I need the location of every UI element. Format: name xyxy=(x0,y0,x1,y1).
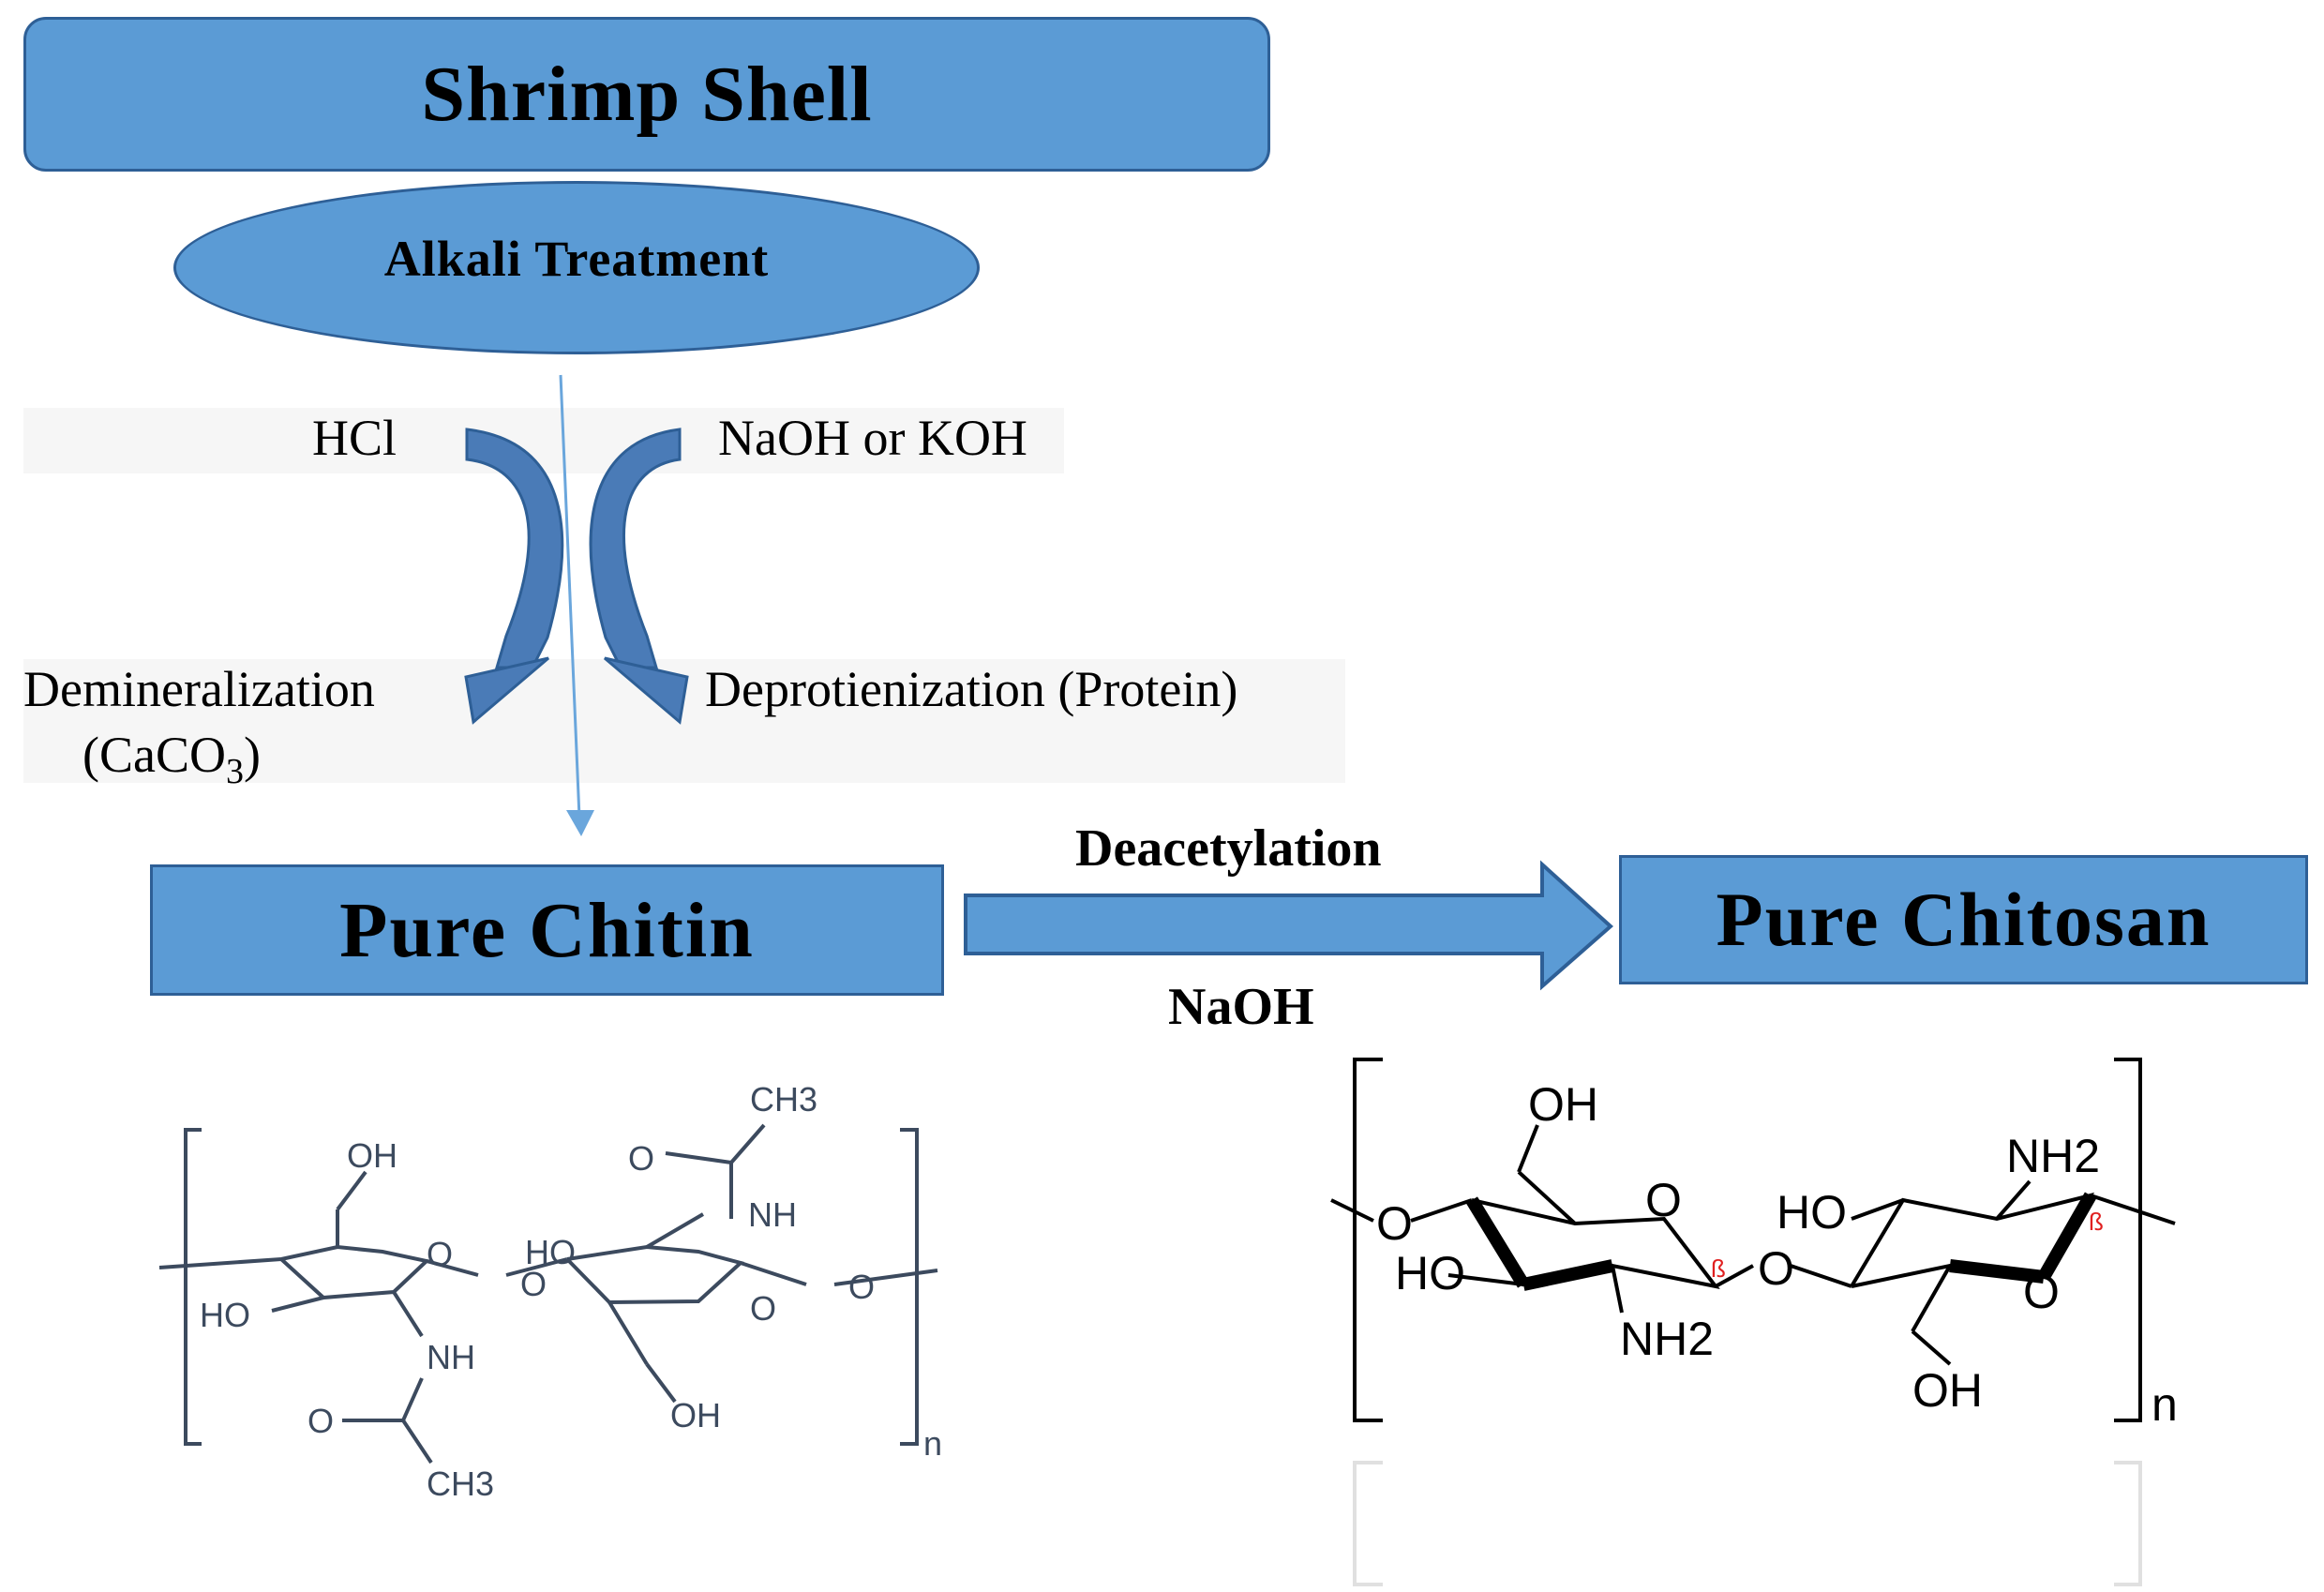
deacetylation-label: Deacetylation xyxy=(1075,819,1382,878)
alkali-treatment-ellipse: Alkali Treatment xyxy=(173,181,980,354)
chitin-o-ring2: O xyxy=(750,1289,776,1328)
chitin-o-carbonyl2: O xyxy=(628,1139,654,1178)
chitin-nh-1: NH xyxy=(427,1338,475,1376)
pure-chitosan-box: Pure Chitosan xyxy=(1619,855,2308,984)
chitosan-oh-bottom: OH xyxy=(1912,1364,1983,1417)
caco3-open: (CaCO xyxy=(82,727,226,783)
pure-chitin-label: Pure Chitin xyxy=(339,886,755,974)
shrimp-shell-label: Shrimp Shell xyxy=(421,51,873,138)
chitin-ho-ring2: HO xyxy=(525,1233,576,1271)
chitin-o-ring1: O xyxy=(427,1235,453,1273)
chitosan-beta-1: ß xyxy=(1711,1254,1726,1283)
caco3-label: (CaCO3) xyxy=(82,726,261,792)
chitosan-o-ring2: O xyxy=(2023,1266,2060,1318)
chitosan-oh-top: OH xyxy=(1528,1078,1598,1131)
caco3-subscript: 3 xyxy=(225,751,244,791)
deacetylation-block-arrow xyxy=(964,860,1614,991)
pure-chitosan-label: Pure Chitosan xyxy=(1716,877,2212,962)
chitin-ch3-2: CH3 xyxy=(750,1080,817,1119)
chitin-o-carbonyl1: O xyxy=(307,1402,334,1440)
chitosan-nh2-1: NH2 xyxy=(1620,1313,1714,1365)
chitin-bracket-right xyxy=(900,1128,919,1446)
chitosan-o-left: O xyxy=(1376,1197,1413,1250)
chitosan-bracket-right xyxy=(2114,1058,2142,1422)
chitosan-reflection xyxy=(1353,1461,2142,1586)
chitin-ch3-1: CH3 xyxy=(427,1464,494,1503)
naoh-koh-arrowhead xyxy=(604,656,689,725)
chitosan-n-subscript: n xyxy=(2152,1378,2178,1431)
chitosan-ho-left: HO xyxy=(1395,1247,1465,1299)
chitin-bracket-left xyxy=(184,1128,202,1446)
chitin-o-link: O xyxy=(520,1265,547,1303)
alkali-treatment-label: Alkali Treatment xyxy=(383,230,770,287)
hcl-label: HCl xyxy=(312,410,397,466)
shrimp-shell-box: Shrimp Shell xyxy=(23,17,1270,172)
chitin-nh-2: NH xyxy=(748,1195,797,1234)
chitin-oh-top: OH xyxy=(347,1136,397,1175)
naoh-label: NaOH xyxy=(1168,978,1314,1036)
chitosan-beta-2: ß xyxy=(2089,1208,2104,1236)
main-flow-arrow-line xyxy=(559,374,581,819)
chitosan-o-ring1: O xyxy=(1645,1174,1682,1226)
chitin-n-subscript: n xyxy=(923,1424,942,1463)
chitosan-o-link: O xyxy=(1758,1242,1794,1295)
deprotienization-label: Deprotienization (Protein) xyxy=(705,661,1238,717)
chitosan-ho-ring2: HO xyxy=(1777,1186,1847,1239)
chitin-oh-bottom: OH xyxy=(670,1396,721,1434)
chitosan-nh2-2: NH2 xyxy=(2006,1130,2100,1182)
hcl-arrowhead xyxy=(464,656,549,725)
main-flow-arrowhead xyxy=(566,810,594,836)
naoh-koh-label: NaOH or KOH xyxy=(718,410,1027,466)
demineralization-label: Demineralization xyxy=(23,661,375,717)
pure-chitin-box: Pure Chitin xyxy=(150,864,944,996)
chitin-o-end: O xyxy=(848,1268,875,1306)
chitin-ho-left: HO xyxy=(200,1296,250,1334)
caco3-close: ) xyxy=(243,727,261,783)
label-band-top xyxy=(23,408,1064,473)
chitosan-bracket-left xyxy=(1353,1058,1383,1422)
